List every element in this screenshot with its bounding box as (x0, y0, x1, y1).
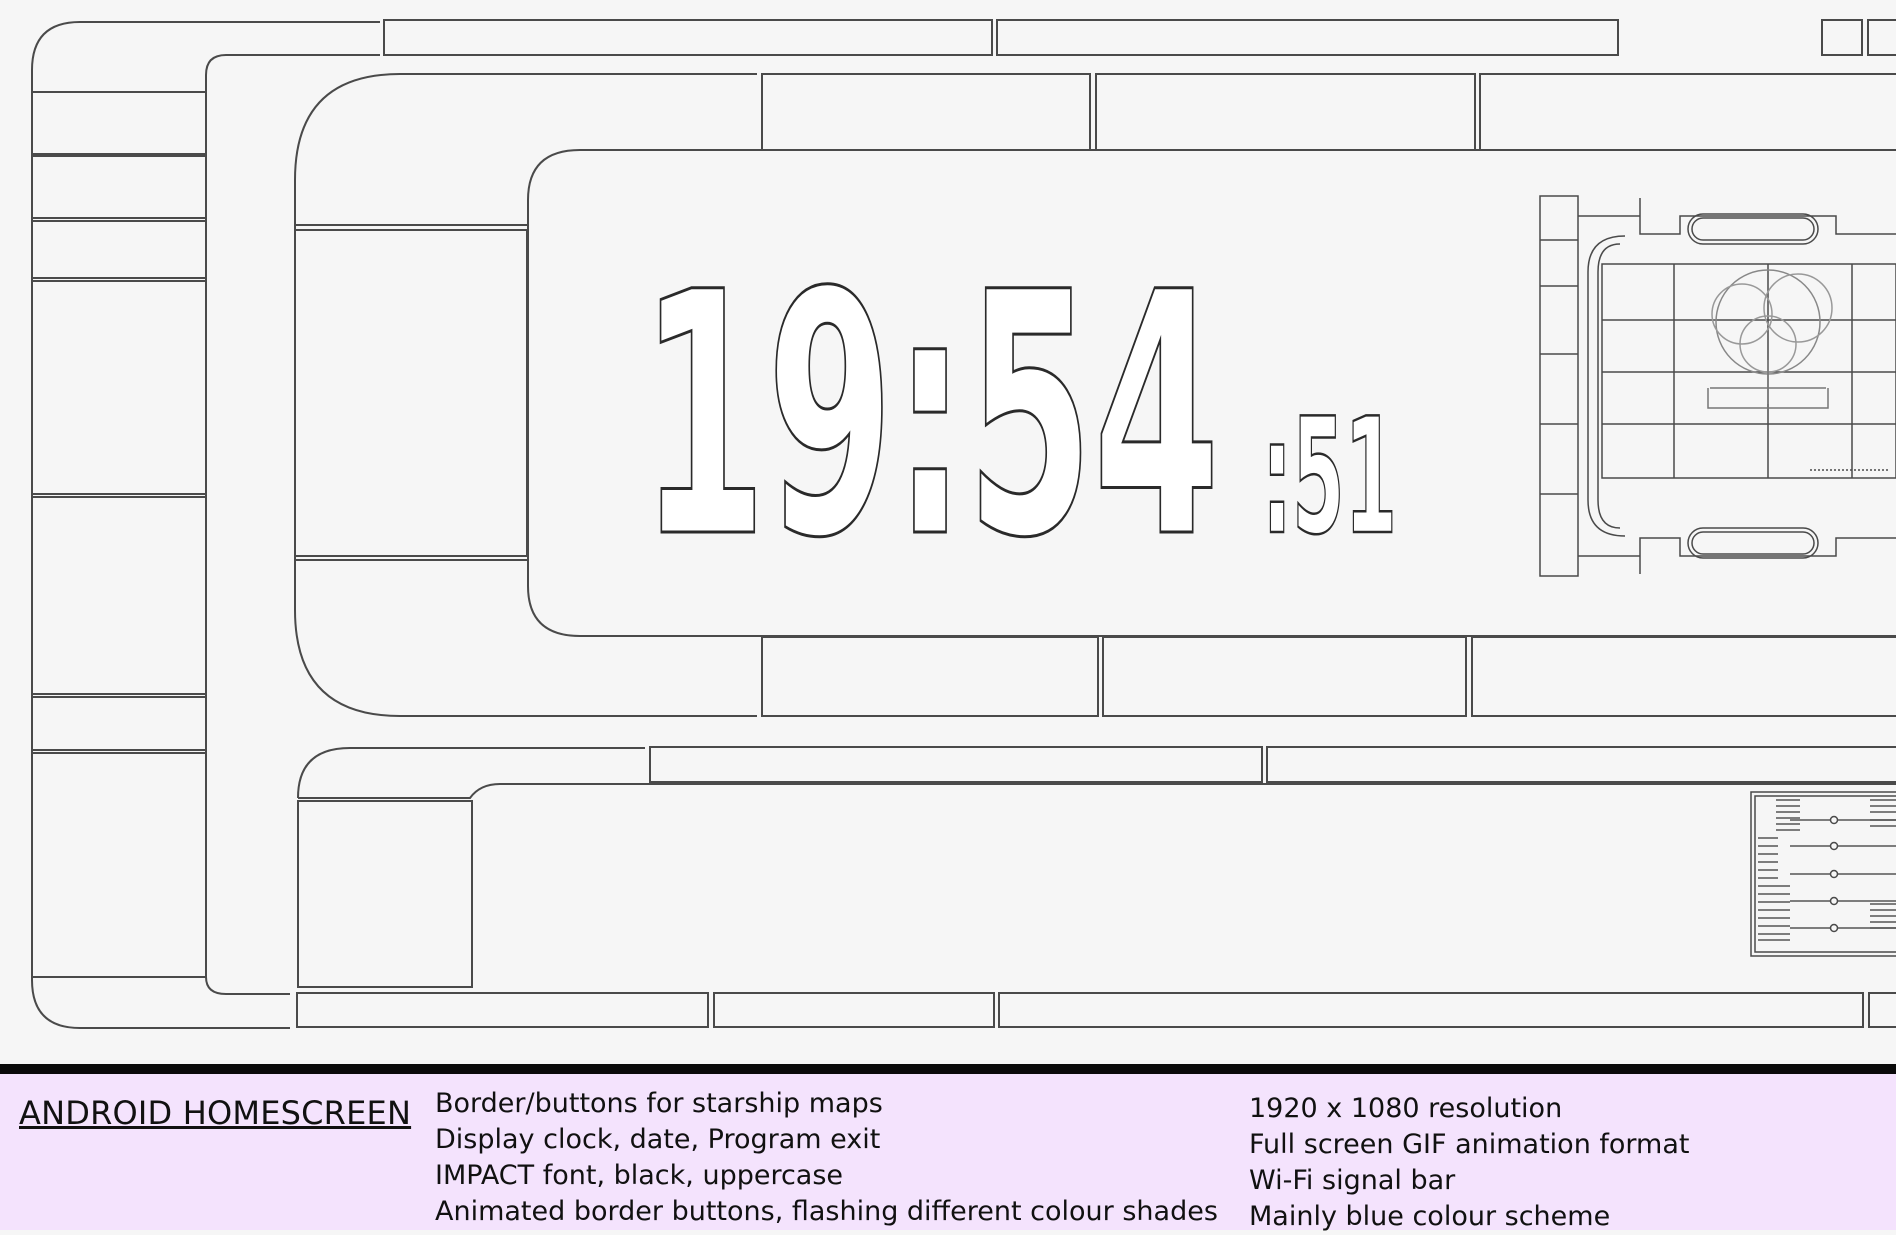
bottom-button-4[interactable] (1868, 992, 1896, 1028)
feature-item: Full screen GIF animation format (1249, 1129, 1690, 1160)
clock-seconds: :51 (1262, 383, 1397, 570)
lower-inner-frame (298, 783, 1896, 799)
bottom-button-3[interactable] (998, 992, 1864, 1028)
clock-top-button-3[interactable] (1479, 73, 1896, 151)
left-button-6[interactable] (31, 696, 207, 751)
left-button-1[interactable] (31, 91, 207, 155)
bottom-button-1[interactable] (296, 992, 709, 1028)
clock-bottom-button-1[interactable] (761, 636, 1099, 717)
features-left: Border/buttons for starship maps Display… (435, 1086, 1218, 1230)
inner-frame (205, 54, 380, 977)
notes-title: ANDROID HOMESCREEN (19, 1094, 412, 1132)
clock-bottom-button-3[interactable] (1471, 636, 1896, 717)
clock-top-button-1[interactable] (761, 73, 1091, 151)
lower-top-button-2[interactable] (1266, 746, 1896, 783)
left-button-3[interactable] (31, 220, 207, 279)
left-button-2[interactable] (31, 155, 207, 219)
signal-panel-icon[interactable] (1750, 791, 1896, 957)
top-button-2[interactable] (996, 19, 1619, 56)
mockup-canvas: 19:54 :51 (31, 19, 1896, 1029)
left-button-5[interactable] (31, 496, 207, 695)
feature-item: Border/buttons for starship maps (435, 1088, 883, 1119)
feature-item: Wi-Fi signal bar (1249, 1165, 1456, 1196)
notes-panel: ANDROID HOMESCREEN Border/buttons for st… (0, 1074, 1896, 1232)
feature-item: Mainly blue colour scheme (1249, 1201, 1611, 1232)
feature-item: 1920 x 1080 resolution (1249, 1093, 1563, 1124)
top-button-4[interactable] (1867, 19, 1896, 56)
clock-top-button-2[interactable] (1095, 73, 1476, 151)
clock-hours-minutes: 19:54 (640, 222, 1220, 612)
lower-side-button[interactable] (297, 800, 473, 988)
feature-item: IMPACT font, black, uppercase (435, 1160, 844, 1191)
top-button-1[interactable] (383, 19, 993, 56)
notes-divider (0, 1064, 1896, 1074)
clock-side-button[interactable] (294, 229, 528, 557)
clock-display: 19:54 :51 (639, 221, 1399, 614)
inner-frame-bottom (205, 976, 290, 995)
feature-item: Display clock, date, Program exit (435, 1124, 881, 1155)
clock-bottom-button-2[interactable] (1102, 636, 1467, 717)
lower-top-button-1[interactable] (649, 746, 1263, 783)
features-right: 1920 x 1080 resolution Full screen GIF a… (1249, 1091, 1689, 1235)
bottom-button-2[interactable] (713, 992, 995, 1028)
top-button-3[interactable] (1821, 19, 1863, 56)
feature-item: Animated border buttons, flashing differ… (435, 1196, 1218, 1227)
starship-map-icon[interactable] (1539, 195, 1896, 577)
left-button-4[interactable] (31, 280, 207, 495)
lower-frame (297, 747, 645, 799)
left-button-7[interactable] (31, 752, 207, 978)
